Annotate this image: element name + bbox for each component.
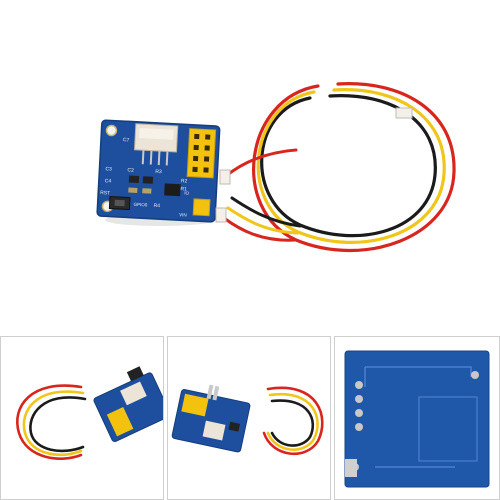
solder-pad — [355, 423, 363, 431]
cable-plug — [219, 169, 231, 185]
esp-socket — [181, 393, 209, 417]
esp-socket — [106, 406, 134, 437]
header-pin — [206, 384, 214, 400]
wire-red — [16, 384, 83, 460]
jumper-header — [192, 198, 211, 217]
wire-yellow-end — [226, 206, 300, 235]
thumbnail-illustration — [171, 384, 324, 456]
smd-chip — [164, 183, 181, 197]
wire-red-end — [222, 216, 298, 242]
smd-resistor — [128, 187, 138, 193]
pcb-board: C7 R2 R1 C2 C3 R3 C4 RST GPIO0 R4 IO VIN — [96, 119, 221, 223]
socket-hole — [203, 167, 209, 173]
thumbnail-angled-right[interactable] — [167, 336, 331, 500]
header-pins — [126, 366, 144, 382]
socket-hole — [194, 133, 200, 140]
solder-pad — [355, 395, 363, 403]
thumbnail-board — [171, 384, 251, 453]
jst-pin — [157, 150, 161, 166]
jst-connector — [202, 420, 226, 441]
jst-pin — [165, 151, 169, 166]
silk-label: GPIO0 — [134, 202, 148, 208]
thumbnail-back-side[interactable] — [334, 336, 500, 500]
wire-red — [262, 386, 324, 456]
smd-chip — [228, 421, 241, 432]
jst-pin — [141, 150, 145, 165]
wire-black — [29, 396, 87, 453]
socket-hole — [192, 166, 198, 173]
jst-connector — [133, 123, 179, 166]
silk-label: C4 — [105, 178, 112, 184]
cable-plug — [395, 107, 413, 119]
pcb-body — [171, 389, 251, 453]
silk-label: C2 — [127, 167, 134, 173]
socket-hole — [204, 145, 210, 151]
pcb-back — [344, 350, 490, 488]
cable-plug — [215, 207, 227, 223]
wire-red — [252, 82, 456, 253]
wire-red-end-top — [224, 148, 298, 178]
silk-label: R1 — [180, 186, 187, 192]
smd-component — [142, 176, 154, 184]
wire-black-end — [230, 196, 302, 228]
jst-cable — [222, 82, 456, 253]
smd-resistor — [142, 188, 152, 194]
socket-hole — [203, 156, 210, 162]
silk-label: IO — [184, 190, 190, 195]
silk-label: R4 — [153, 203, 160, 209]
thumbnail-illustration — [344, 350, 490, 488]
solder-pad — [355, 409, 363, 417]
socket-hole — [205, 134, 211, 140]
wire-yellow — [256, 88, 446, 244]
reset-button-cap — [114, 199, 125, 207]
jst-pin — [149, 150, 153, 165]
wire-yellow — [22, 390, 85, 457]
silk-label: R3 — [155, 169, 162, 175]
solder-pad — [471, 371, 479, 379]
button-pad — [345, 459, 357, 477]
copper-area — [418, 396, 478, 462]
silk-label: C7 — [123, 137, 130, 143]
wire-yellow — [266, 392, 319, 451]
main-photo-illustration: C7 R2 R1 C2 C3 R3 C4 RST GPIO0 R4 IO VIN — [96, 82, 456, 253]
silk-label: R2 — [181, 178, 188, 184]
jst-latch — [139, 127, 174, 140]
smd-component — [128, 175, 140, 184]
thumbnail-cable — [16, 384, 87, 460]
thumbnail-board — [93, 366, 163, 443]
silk-label: RST — [100, 190, 110, 197]
esp-socket — [186, 128, 217, 179]
mount-hole — [105, 124, 118, 137]
socket-hole — [193, 144, 199, 151]
socket-housing — [186, 128, 217, 179]
solder-pad — [355, 381, 363, 389]
header-pin — [212, 385, 220, 401]
socket-hole — [192, 155, 199, 162]
main-product-photo: C7 R2 R1 C2 C3 R3 C4 RST GPIO0 R4 IO VIN — [96, 82, 456, 253]
thumbnail-cable — [262, 386, 324, 456]
trace — [365, 366, 472, 377]
silk-label: VIN — [179, 212, 187, 217]
pcb-body — [93, 372, 163, 443]
wire-black — [270, 399, 315, 447]
jst-connector — [120, 381, 147, 406]
thumbnail-angled-left[interactable] — [0, 336, 164, 500]
thumbnail-illustration — [16, 366, 163, 460]
silk-label: C3 — [105, 166, 112, 172]
